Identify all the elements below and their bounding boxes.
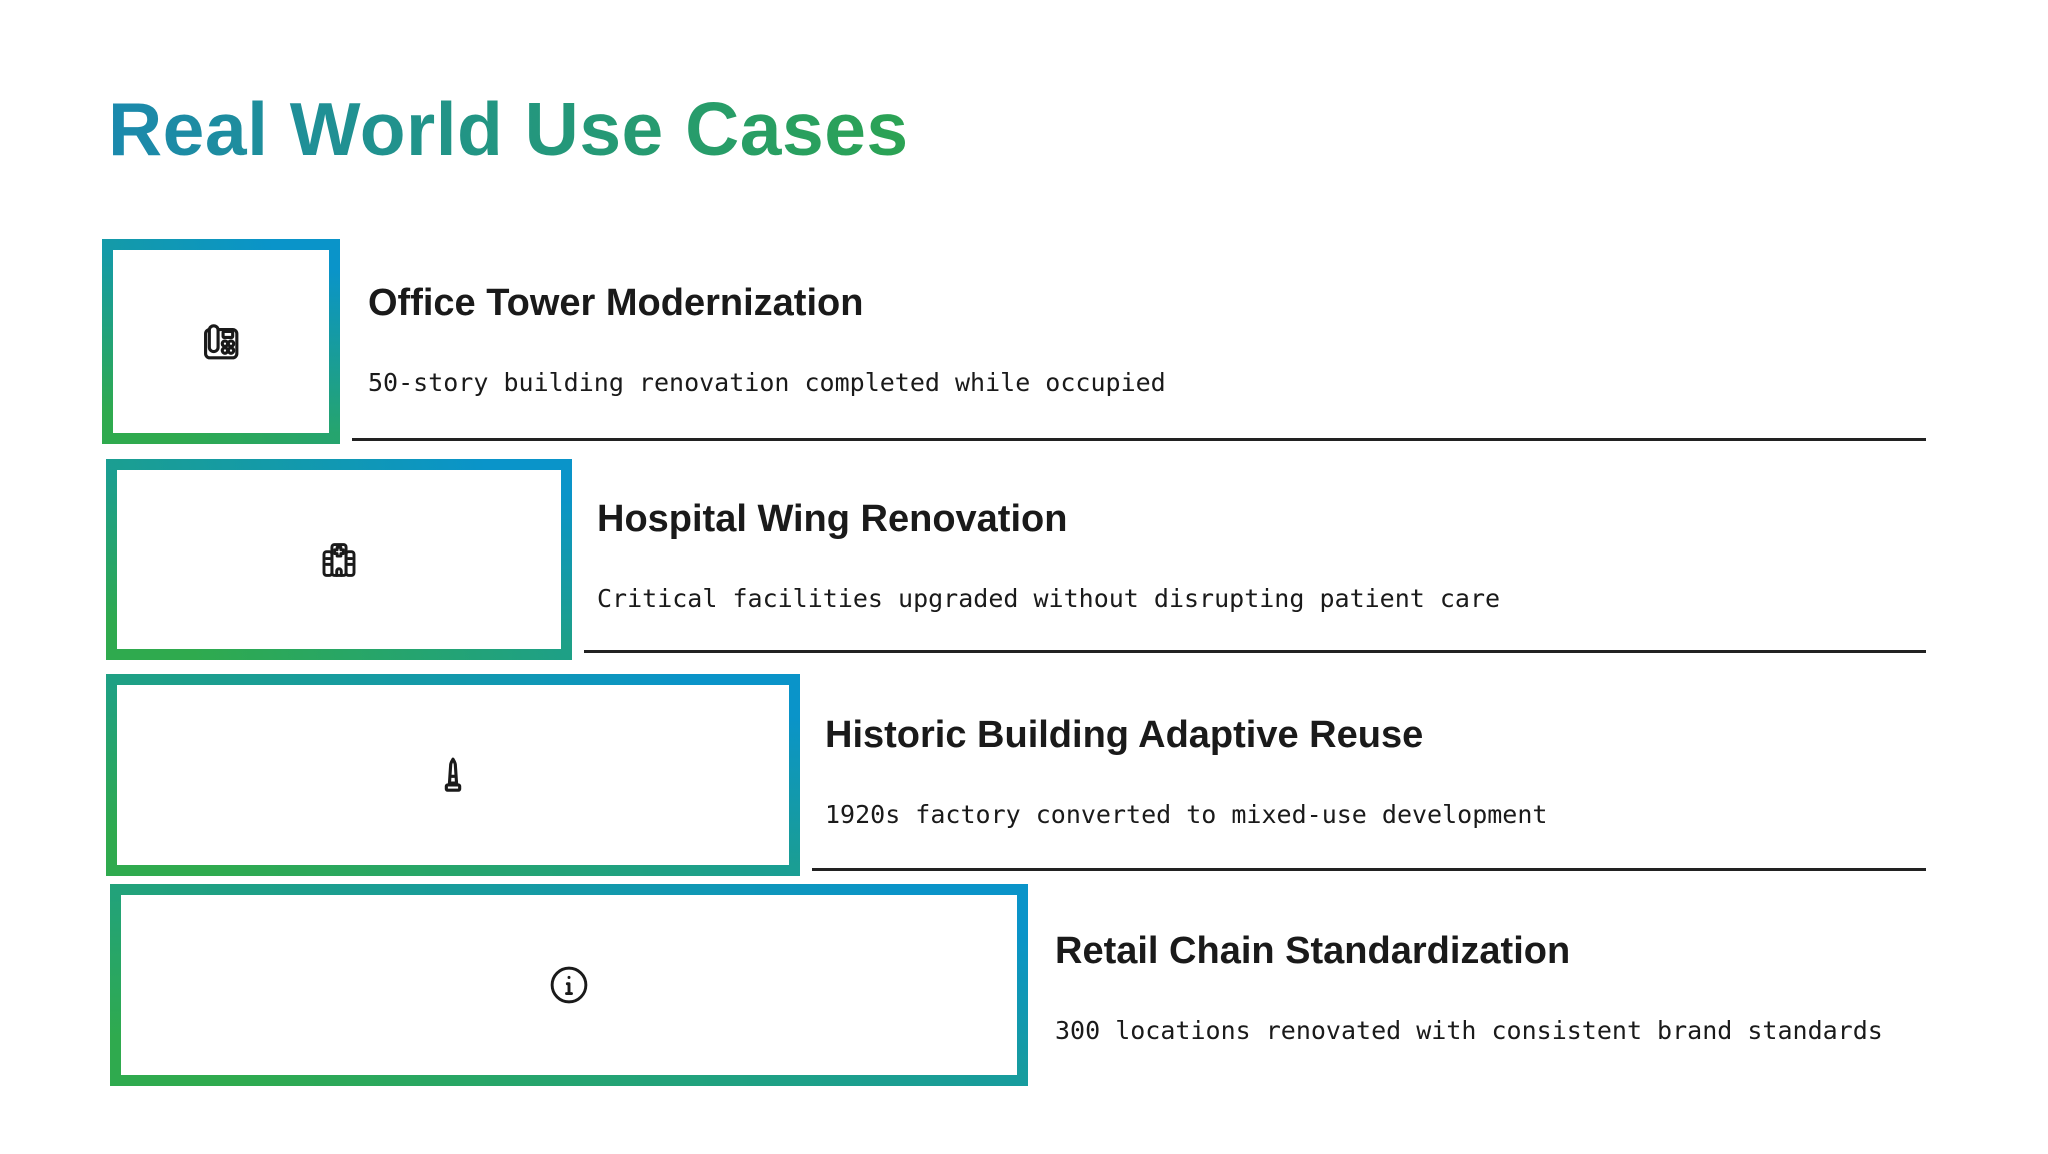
- use-case-title: Hospital Wing Renovation: [597, 498, 1068, 540]
- use-case-item-4: Retail Chain Standardization 300 locatio…: [1055, 929, 1883, 1047]
- use-case-icon-box-2: [106, 459, 572, 660]
- use-case-item-1: Office Tower Modernization 50-story buil…: [368, 281, 1166, 399]
- use-case-title: Office Tower Modernization: [368, 282, 864, 324]
- use-case-description: 300 locations renovated with consistent …: [1055, 1015, 1883, 1045]
- use-case-title: Historic Building Adaptive Reuse: [825, 714, 1424, 756]
- use-case-description: 50-story building renovation completed w…: [368, 367, 1166, 397]
- use-case-icon-box-3: [106, 674, 800, 876]
- use-case-item-3: Historic Building Adaptive Reuse 1920s f…: [825, 713, 1547, 831]
- divider: [812, 868, 1926, 871]
- use-case-item-2: Hospital Wing Renovation Critical facili…: [597, 497, 1500, 615]
- monument-icon: [428, 750, 478, 800]
- divider: [352, 438, 1926, 441]
- use-case-description: Critical facilities upgraded without dis…: [597, 583, 1501, 613]
- use-case-description: 1920s factory converted to mixed-use dev…: [825, 799, 1548, 829]
- use-case-icon-box-4: [110, 884, 1028, 1086]
- office-phone-icon: [196, 317, 246, 367]
- page-title: Real World Use Cases: [108, 87, 909, 171]
- info-icon: [544, 960, 594, 1010]
- divider: [584, 650, 1926, 653]
- use-case-icon-box-1: [102, 239, 340, 444]
- hospital-icon: [314, 535, 364, 585]
- use-case-title: Retail Chain Standardization: [1055, 930, 1571, 972]
